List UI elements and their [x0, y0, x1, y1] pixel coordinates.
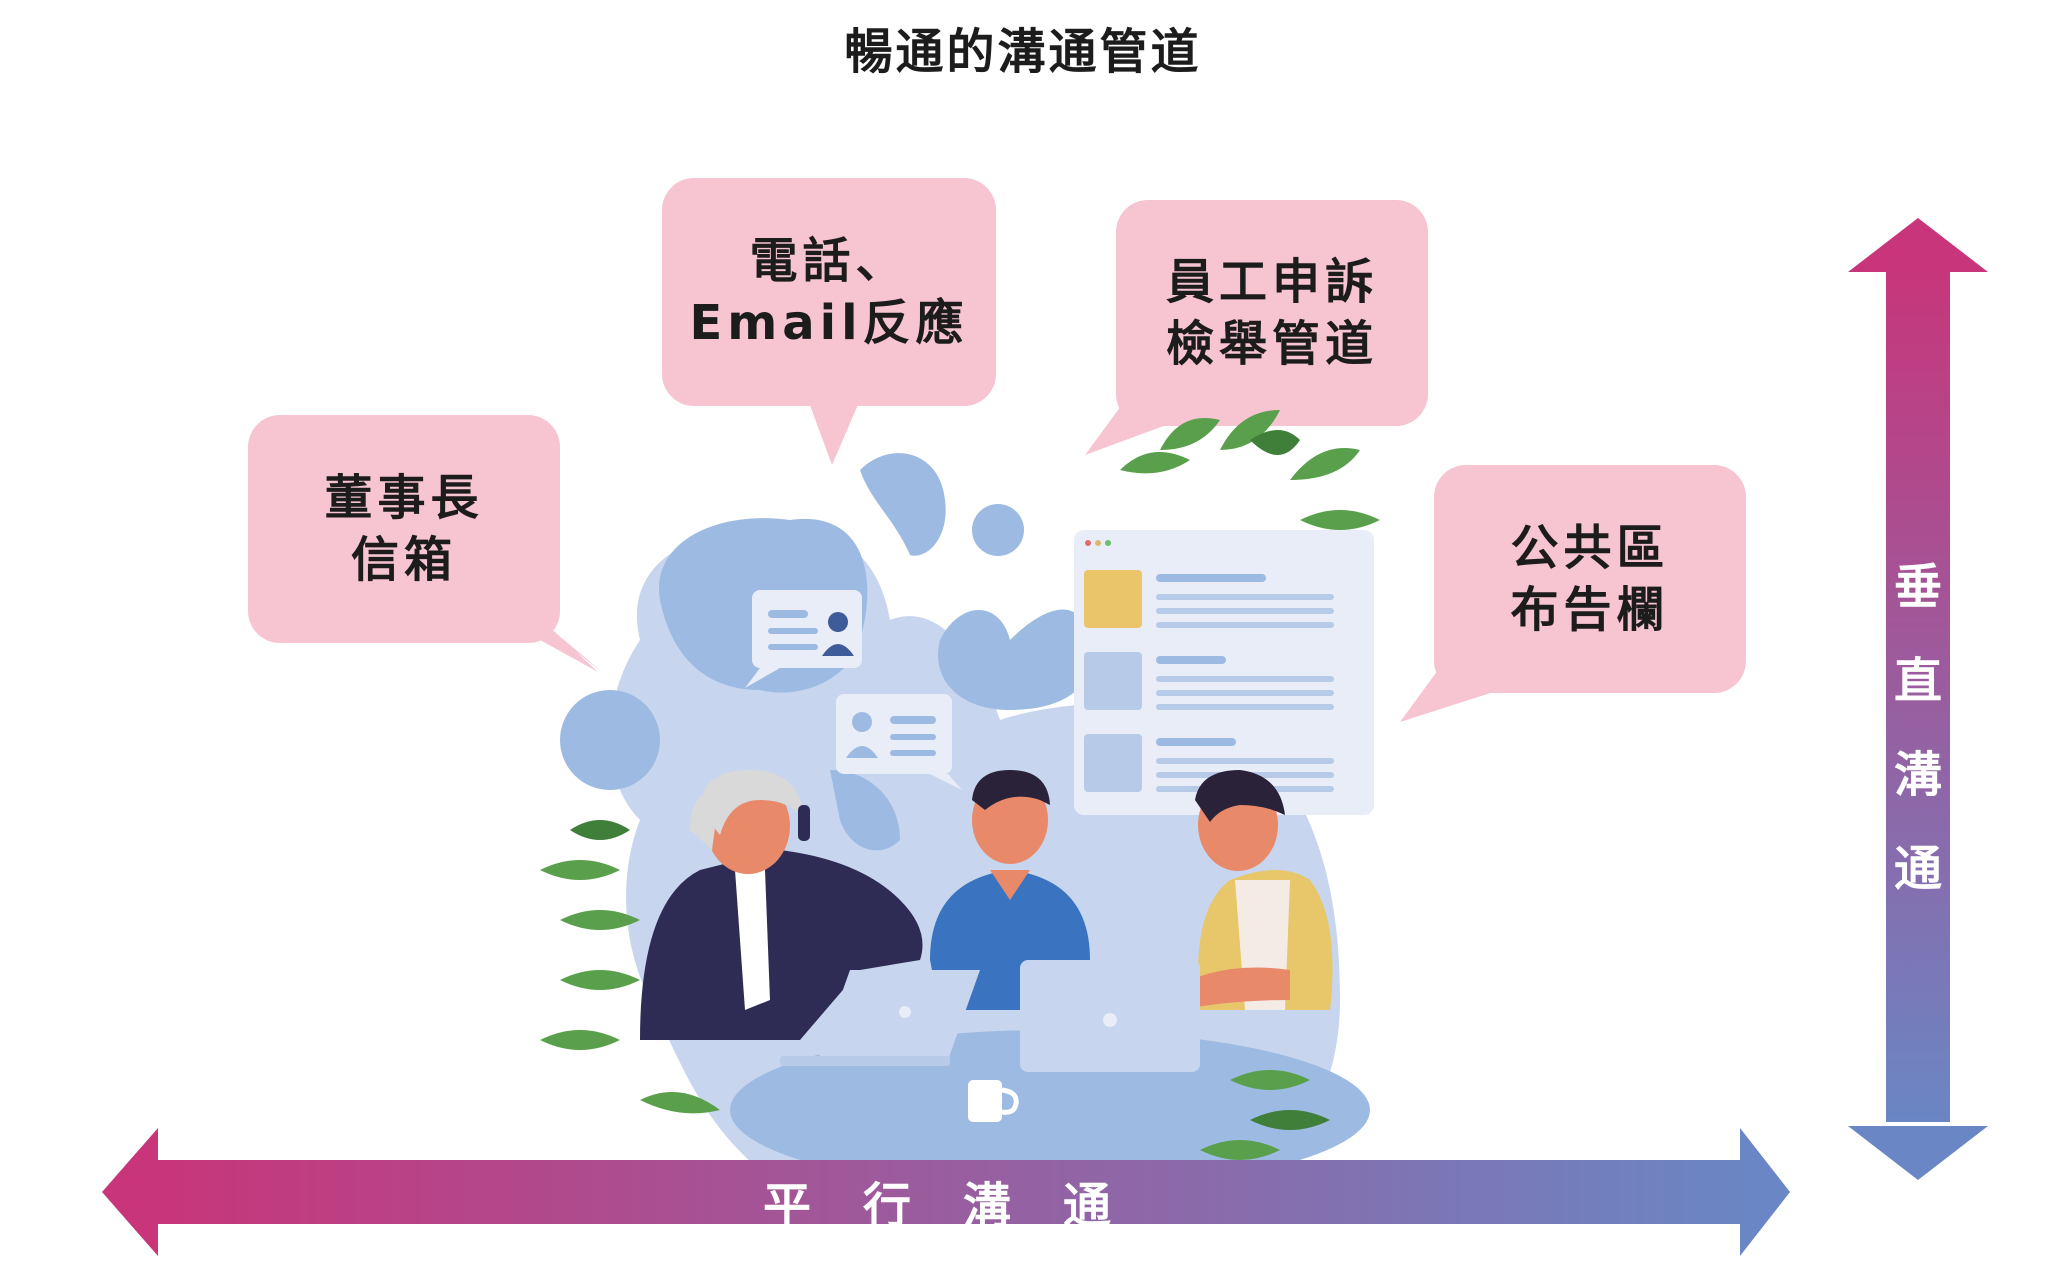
horizontal-arrow: [102, 1128, 1790, 1256]
man-right: [1170, 770, 1333, 1010]
vertical-communication-label: 垂 直 溝 通: [1893, 559, 1942, 897]
bubble-grievance-channel: 員工申訴 檢舉管道: [1116, 200, 1428, 426]
bubble-tail-chairman-b: [520, 600, 598, 672]
laptop-right: [1020, 960, 1200, 1072]
laptop-left: [780, 970, 980, 1066]
contact-card-1: [745, 590, 862, 688]
contact-card-2: [836, 694, 962, 790]
bubble-chairman-mailbox: 董事長 信箱: [248, 415, 560, 643]
browser-window: [1074, 530, 1374, 815]
bubble-tail-grievance: [1085, 380, 1180, 455]
coffee-cup: [968, 1080, 1019, 1122]
bubble-tail-phone: [808, 400, 860, 465]
bubble-tail-bulletin: [1400, 640, 1500, 722]
woman-on-phone: [640, 770, 923, 1040]
horizontal-communication-label: 平行溝通: [762, 1178, 1163, 1234]
bubble-bulletin-board: 公共區 布告欄: [1434, 465, 1746, 693]
bubble-phone-email: 電話、 Email反應: [662, 178, 996, 406]
plant-leaves: [540, 410, 1380, 1160]
diagram-title: 暢通的溝通管道: [844, 24, 1202, 80]
vertical-arrow: [1848, 218, 1988, 1180]
